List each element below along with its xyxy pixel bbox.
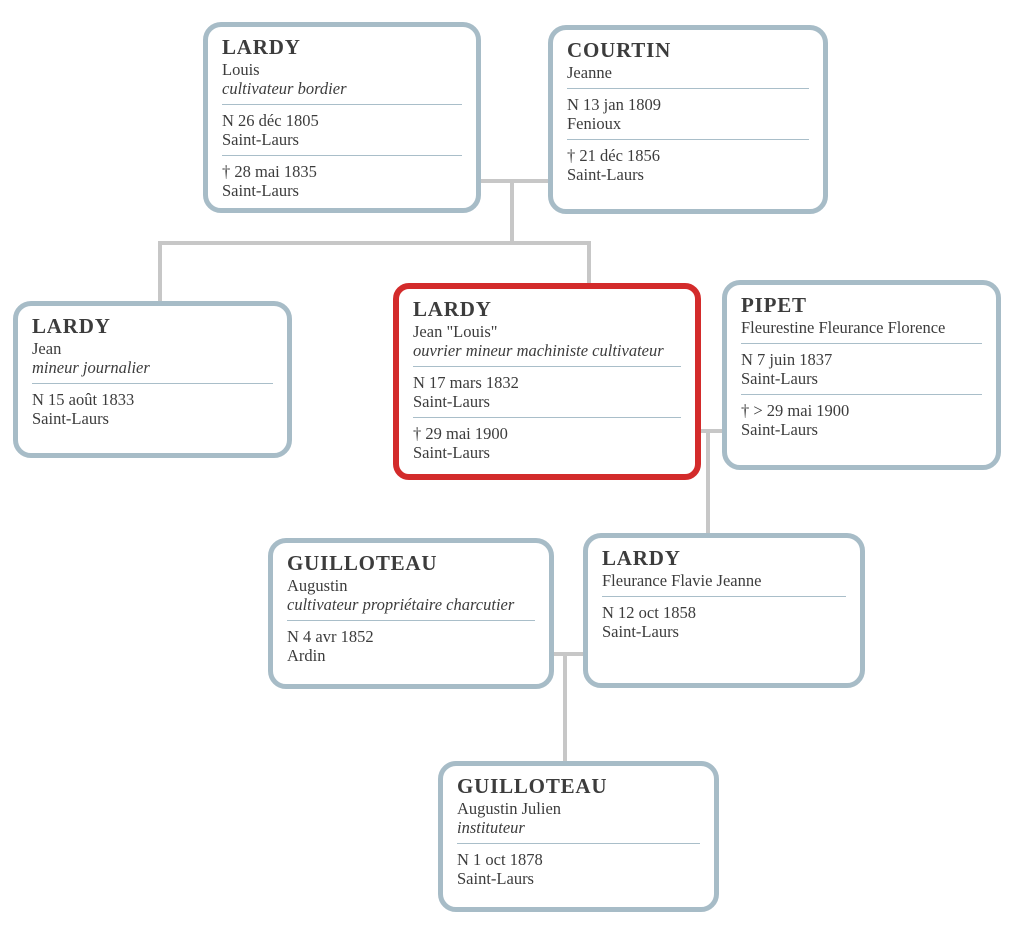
person-birth-place: Saint-Laurs xyxy=(602,622,679,641)
person-occupation: mineur journalier xyxy=(32,358,150,377)
person-occupation: cultivateur propriétaire charcutier xyxy=(287,595,515,614)
connector-drop-to-lardy-fleurance xyxy=(706,429,710,535)
person-card-guilloteau-augustin[interactable]: GUILLOTEAU Augustin cultivateur propriét… xyxy=(268,538,554,689)
person-death-place: Saint-Laurs xyxy=(567,165,644,184)
card-divider xyxy=(222,104,462,105)
card-divider xyxy=(567,139,809,140)
card-divider xyxy=(741,343,982,344)
person-given-name: Louis xyxy=(222,60,260,79)
person-birth-date: N 7 juin 1837 xyxy=(741,350,833,369)
connector-mid-couple-horizontal xyxy=(699,429,724,433)
person-surname: LARDY xyxy=(413,297,492,321)
person-birth-date: N 26 déc 1805 xyxy=(222,111,319,130)
person-birth-place: Saint-Laurs xyxy=(32,409,109,428)
person-card-lardy-fleurance[interactable]: LARDY Fleurance Flavie Jeanne N 12 oct 1… xyxy=(583,533,865,688)
card-divider xyxy=(32,383,273,384)
card-divider xyxy=(602,596,846,597)
person-card-courtin-jeanne[interactable]: COURTIN Jeanne N 13 jan 1809 Fenioux † 2… xyxy=(548,25,828,214)
connector-drop-to-guilloteau-julien xyxy=(563,652,567,763)
person-birth-date: N 13 jan 1809 xyxy=(567,95,661,114)
person-card-guilloteau-augustin-julien[interactable]: GUILLOTEAU Augustin Julien instituteur N… xyxy=(438,761,719,912)
connector-top-couple-drop xyxy=(510,179,514,245)
person-given-name: Jean xyxy=(32,339,62,358)
person-surname: GUILLOTEAU xyxy=(457,774,608,798)
card-divider xyxy=(287,620,535,621)
person-given-name: Jean "Louis" xyxy=(413,322,498,341)
person-birth-date: N 17 mars 1832 xyxy=(413,373,519,392)
person-birth-date: N 4 avr 1852 xyxy=(287,627,374,646)
person-birth-date: N 15 août 1833 xyxy=(32,390,135,409)
person-birth-date: N 12 oct 1858 xyxy=(602,603,696,622)
person-occupation: cultivateur bordier xyxy=(222,79,347,98)
person-given-name: Jeanne xyxy=(567,63,612,82)
person-surname: LARDY xyxy=(602,546,681,570)
person-death-date: † 29 mai 1900 xyxy=(413,424,508,443)
person-card-pipet-fleurestine[interactable]: PIPET Fleurestine Fleurance Florence N 7… xyxy=(722,280,1001,470)
person-given-name: Augustin Julien xyxy=(457,799,562,818)
person-birth-place: Saint-Laurs xyxy=(741,369,818,388)
person-occupation: instituteur xyxy=(457,818,525,837)
person-death-place: Saint-Laurs xyxy=(413,443,490,462)
person-birth-place: Saint-Laurs xyxy=(457,869,534,888)
card-divider xyxy=(413,366,681,367)
person-death-date: † 28 mai 1835 xyxy=(222,162,317,181)
person-death-place: Saint-Laurs xyxy=(222,181,299,200)
person-birth-place: Saint-Laurs xyxy=(222,130,299,149)
card-divider xyxy=(741,394,982,395)
person-card-lardy-jean[interactable]: LARDY Jean mineur journalier N 15 août 1… xyxy=(13,301,292,458)
card-divider xyxy=(567,88,809,89)
person-death-date: † 21 déc 1856 xyxy=(567,146,661,165)
connector-drop-to-lardy-jean-louis xyxy=(587,241,591,285)
person-birth-place: Saint-Laurs xyxy=(413,392,490,411)
person-death-place: Saint-Laurs xyxy=(741,420,818,439)
person-surname: LARDY xyxy=(32,314,111,338)
card-divider xyxy=(222,155,462,156)
person-card-lardy-louis[interactable]: LARDY Louis cultivateur bordier N 26 déc… xyxy=(203,22,481,213)
person-surname: PIPET xyxy=(741,293,807,317)
person-death-date: † > 29 mai 1900 xyxy=(741,401,850,420)
card-divider xyxy=(413,417,681,418)
person-given-name: Fleurance Flavie Jeanne xyxy=(602,571,762,590)
person-card-lardy-jean-louis-selected[interactable]: LARDY Jean "Louis" ouvrier mineur machin… xyxy=(393,283,701,480)
connector-bottom-couple-horizontal xyxy=(552,652,585,656)
person-given-name: Augustin xyxy=(287,576,348,595)
person-given-name: Fleurestine Fleurance Florence xyxy=(741,318,946,337)
connector-top-couple-horizontal xyxy=(480,179,549,183)
person-surname: LARDY xyxy=(222,35,301,59)
person-birth-place: Ardin xyxy=(287,646,326,665)
person-occupation: ouvrier mineur machiniste cultivateur xyxy=(413,341,664,360)
card-divider xyxy=(457,843,700,844)
person-birth-date: N 1 oct 1878 xyxy=(457,850,543,869)
person-surname: GUILLOTEAU xyxy=(287,551,438,575)
connector-drop-to-lardy-jean xyxy=(158,241,162,303)
person-birth-place: Fenioux xyxy=(567,114,622,133)
person-surname: COURTIN xyxy=(567,38,672,62)
connector-sibling-bar xyxy=(158,241,591,245)
